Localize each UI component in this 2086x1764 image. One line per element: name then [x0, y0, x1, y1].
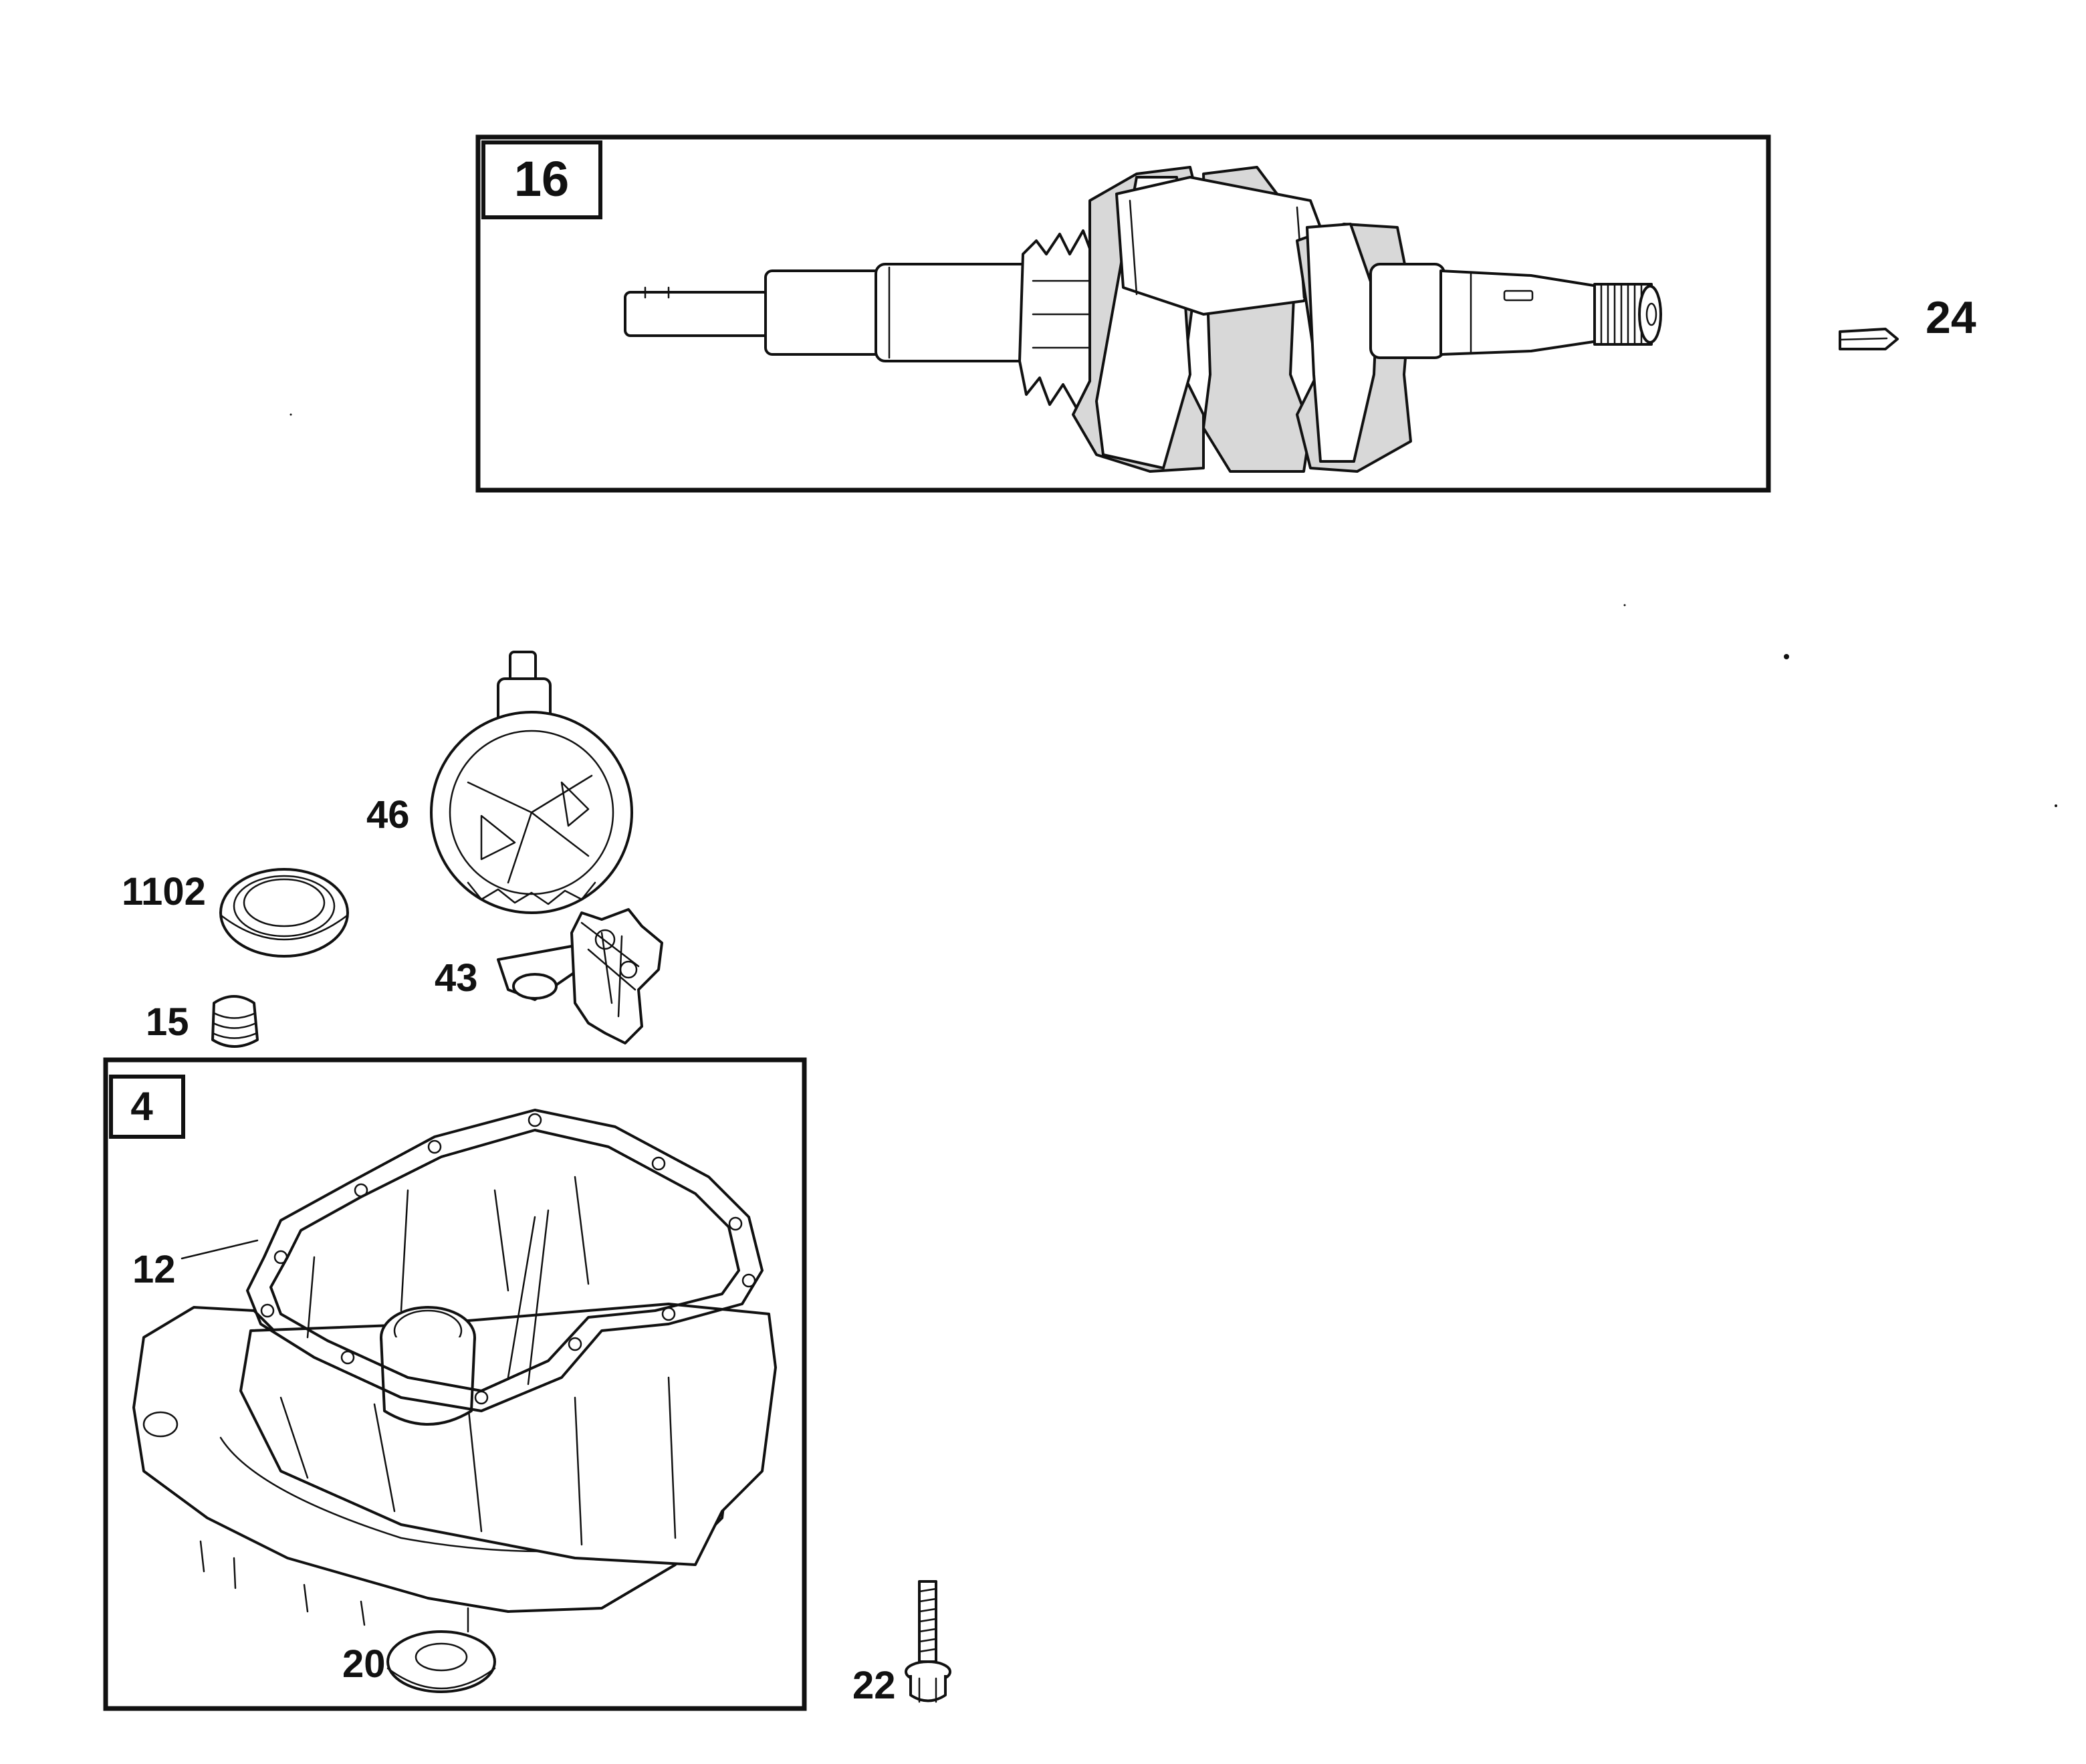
- sump-assembly-group: 4: [103, 1057, 807, 1711]
- sump-callout-tag: [109, 1075, 185, 1139]
- governor-part: [497, 908, 663, 1044]
- washer-part: [386, 1630, 496, 1693]
- camshaft-part: [430, 651, 633, 914]
- plug-callout-label: 15: [146, 1000, 189, 1044]
- oil-seal-group: 1102: [122, 868, 349, 958]
- plug-part: [211, 995, 259, 1048]
- camshaft-group: 46: [366, 651, 633, 914]
- crankshaft-callout-tag: [481, 140, 602, 219]
- camshaft-callout-label: 46: [366, 793, 410, 837]
- crankshaft-drawing: [624, 166, 1662, 473]
- sump-assembly-box: [103, 1057, 807, 1711]
- bolt-callout-label: 22: [852, 1664, 896, 1707]
- governor-callout-label: 43: [435, 956, 478, 1000]
- oil-seal-part: [219, 868, 349, 958]
- plug-group: 15: [146, 995, 259, 1048]
- gasket-callout-label: 12: [132, 1248, 176, 1291]
- key-group: 24: [1839, 292, 1976, 350]
- washer-callout-label: 20: [342, 1642, 386, 1686]
- crankshaft-callout-label: 16: [514, 151, 569, 207]
- crankshaft-assembly-box: [475, 134, 1771, 493]
- oil-seal-callout-label: 1102: [122, 870, 206, 913]
- governor-group: 43: [435, 908, 663, 1044]
- sump-callout-label: 4: [130, 1084, 153, 1129]
- gasket-leader-line: [181, 1239, 259, 1260]
- bolt-part: [905, 1580, 951, 1703]
- bolt-group: 22: [852, 1580, 951, 1707]
- key-callout-label: 24: [1926, 292, 1976, 343]
- sump-drawing: [132, 1109, 777, 1633]
- crankshaft-assembly-group: 16: [475, 134, 1771, 493]
- scan-speckles: [289, 413, 2057, 807]
- gasket-outline: [246, 1109, 764, 1412]
